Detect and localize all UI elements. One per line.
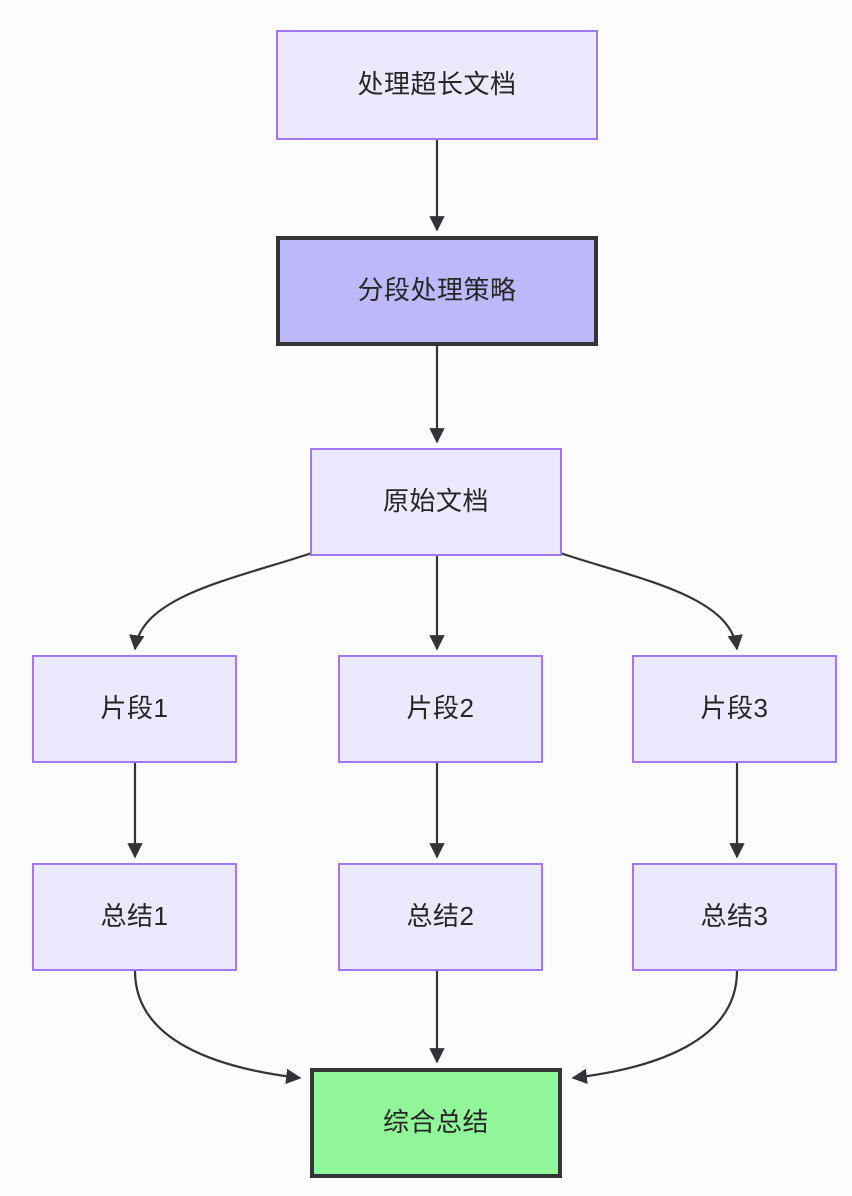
node-label: 原始文档 <box>382 486 489 517</box>
node-summary-3[interactable]: 总结3 <box>632 863 837 971</box>
node-segment-2[interactable]: 片段2 <box>338 655 543 763</box>
node-combined-summary[interactable]: 综合总结 <box>310 1068 562 1178</box>
node-label: 片段3 <box>700 693 769 724</box>
node-process-long-document[interactable]: 处理超长文档 <box>276 30 598 140</box>
edge-source-to-seg1 <box>129 551 313 651</box>
node-source-document[interactable]: 原始文档 <box>310 448 562 556</box>
node-segment-1[interactable]: 片段1 <box>32 655 237 763</box>
node-label: 分段处理策略 <box>357 275 517 306</box>
edge-sum1-to-final <box>133 970 302 1085</box>
node-segment-3[interactable]: 片段3 <box>632 655 837 763</box>
node-label: 总结2 <box>406 901 475 932</box>
node-summary-1[interactable]: 总结1 <box>32 863 237 971</box>
node-label: 片段2 <box>406 693 475 724</box>
edge-sum3-to-final <box>571 970 739 1085</box>
node-label: 片段1 <box>100 693 169 724</box>
node-label: 综合总结 <box>382 1107 489 1138</box>
node-label: 总结3 <box>700 901 769 932</box>
node-label: 处理超长文档 <box>357 69 517 100</box>
edge-source-to-seg3 <box>559 551 743 651</box>
node-label: 总结1 <box>100 901 169 932</box>
node-chunking-strategy[interactable]: 分段处理策略 <box>276 236 598 346</box>
node-summary-2[interactable]: 总结2 <box>338 863 543 971</box>
